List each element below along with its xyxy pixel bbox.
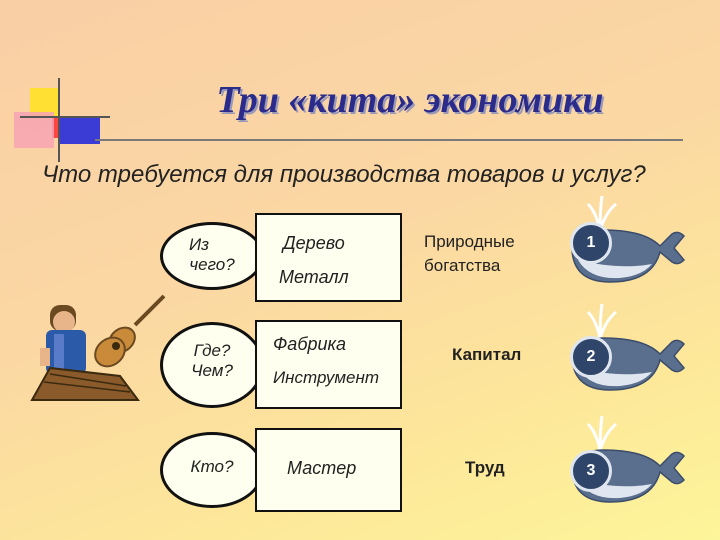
resource-capital: Капитал xyxy=(452,345,522,364)
oval-line2: Чем? xyxy=(191,361,233,380)
question-oval-what-from: Из чего? xyxy=(160,222,264,290)
question-oval-who: Кто? xyxy=(160,432,264,508)
guitar-maker-clipart xyxy=(30,294,166,401)
oval-text: Кто? xyxy=(190,457,234,476)
item-factory: Фабрика xyxy=(273,334,346,354)
oval-line1: Из xyxy=(189,235,210,254)
whale-number-badge-1: 1 xyxy=(570,222,612,264)
resource-labor: Труд xyxy=(465,458,505,477)
item-metal: Металл xyxy=(279,267,349,287)
items-box-materials: Дерево Металл xyxy=(255,213,402,302)
oval-line2: чего? xyxy=(189,255,235,274)
items-box-capital: Фабрика Инструмент xyxy=(255,320,402,409)
item-wood: Дерево xyxy=(283,233,345,253)
items-box-labor: Мастер xyxy=(255,428,402,512)
oval-line1: Где? xyxy=(193,341,231,360)
whale-number-badge-3: 3 xyxy=(570,450,612,492)
whale-number-badge-2: 2 xyxy=(570,336,612,378)
resource-natural-line2: богатства xyxy=(424,256,501,275)
slide-question: Что требуется для производства товаров и… xyxy=(42,161,646,188)
resource-natural-line1: Природные xyxy=(424,232,515,251)
question-oval-where-how: Где? Чем? xyxy=(160,322,264,408)
item-tool: Инструмент xyxy=(273,368,380,387)
title-divider xyxy=(95,139,683,141)
slide-title: Три «кита» экономики xyxy=(216,79,604,121)
item-master: Мастер xyxy=(287,458,357,478)
